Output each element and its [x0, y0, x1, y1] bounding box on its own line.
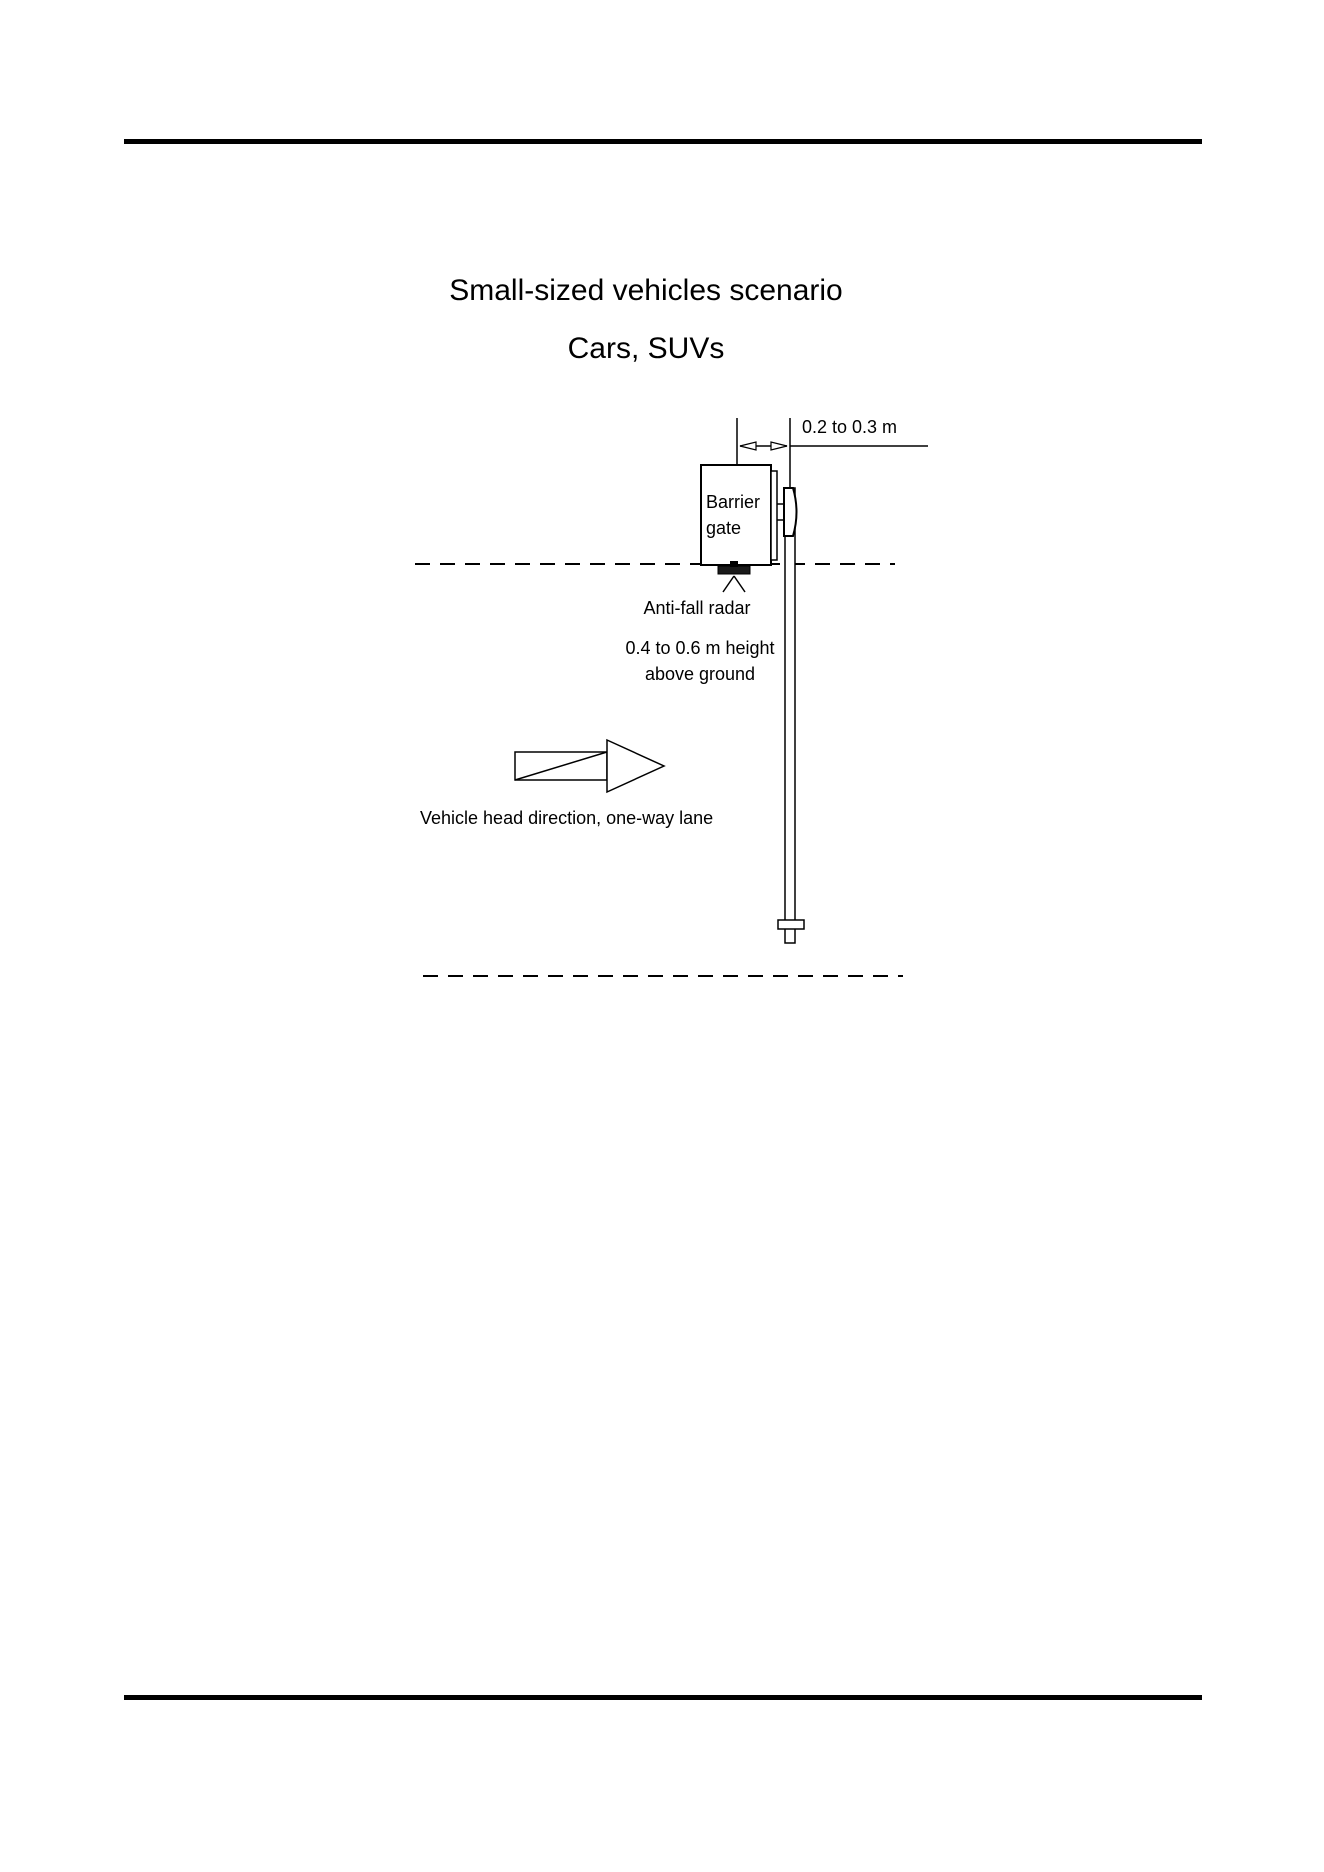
boom-arm [778, 488, 804, 943]
offset-distance-label: 0.2 to 0.3 m [802, 417, 897, 437]
radar-height-label-line2: above ground [645, 664, 755, 684]
barrier-gate-label-line1: Barrier [706, 492, 760, 512]
vehicle-direction-arrow-icon [515, 740, 664, 792]
anti-fall-radar [718, 561, 750, 592]
barrier-gate-label-line2: gate [706, 518, 741, 538]
barrier-gate [701, 465, 785, 565]
footer-rule [124, 1695, 1202, 1700]
vehicle-direction-label: Vehicle head direction, one-way lane [420, 808, 713, 828]
radar-height-label-line1: 0.4 to 0.6 m height [625, 638, 774, 658]
diagram-title: Small-sized vehicles scenario [449, 274, 843, 307]
diagram-subtitle: Cars, SUVs [568, 332, 725, 365]
radar-label: Anti-fall radar [643, 598, 750, 618]
